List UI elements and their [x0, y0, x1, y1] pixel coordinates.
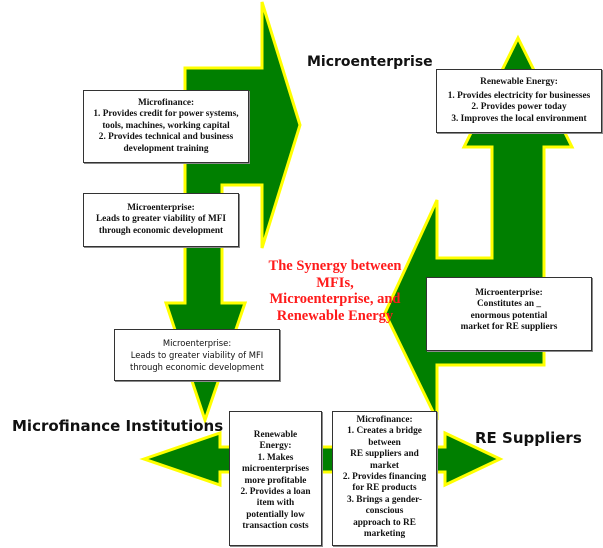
node-label-re-suppliers: RE Suppliers	[475, 429, 582, 447]
title-line: Microenterprise, and	[269, 291, 401, 307]
box-line: 2. Provides financing	[342, 472, 427, 483]
box-line: 3. Brings a gender-	[346, 494, 423, 505]
diagram-title: The Synergy between MFIs, Microenterpris…	[250, 258, 420, 324]
box-line: 2. Provides power today	[471, 102, 567, 113]
box-line: through economic development	[130, 362, 264, 373]
box-heading: Microenterprise:	[162, 338, 232, 348]
box-line: 1. Creates a bridge	[347, 426, 422, 437]
box-heading: Microenterprise:	[127, 203, 195, 213]
box-line: conscious	[365, 506, 404, 517]
box-line: through economic development	[98, 225, 224, 236]
box-line: for RE products	[352, 483, 417, 494]
box-line: 1. Provides electricity for businesses	[447, 90, 591, 101]
box-line: item with	[256, 498, 295, 509]
box-line: Leads to greater viability of MFI	[95, 214, 227, 225]
box-line: microenterprises	[242, 464, 309, 475]
box-line: potentially low	[246, 509, 305, 520]
box-line: transaction costs	[242, 521, 309, 532]
box-line: RE suppliers and	[350, 449, 419, 460]
box-heading: Microfinance:	[356, 415, 413, 425]
box-microenterprise-market: Microenterprise: Constitutes an _ enormo…	[426, 277, 592, 351]
box-line: market	[370, 460, 399, 471]
box-line: Leads to greater viability of MFI	[130, 350, 264, 361]
box-line: 2. Provides technical and business	[98, 132, 234, 143]
box-line: 3. Improves the local environment	[451, 113, 587, 124]
box-renewable-energy-benefits: Renewable Energy: 1. Provides electricit…	[436, 69, 602, 133]
box-line: 2. Provides a loan	[240, 487, 311, 498]
box-line: Constitutes an _	[476, 299, 542, 310]
node-label-microenterprise: Microenterprise	[307, 54, 433, 70]
title-line: MFIs,	[316, 274, 354, 291]
arrow-to-mfi	[139, 430, 234, 488]
box-microenterprise-viability-2: Microenterprise: Leads to greater viabil…	[114, 329, 280, 381]
box-line: approach to RE	[353, 517, 416, 528]
box-line: 1. Provides credit for power systems,	[93, 109, 239, 120]
box-heading: Renewable	[253, 430, 298, 440]
box-line: between	[368, 437, 401, 448]
box-heading: Microenterprise:	[475, 288, 543, 298]
box-heading: Renewable Energy:	[480, 77, 558, 87]
box-line: Energy:	[259, 441, 292, 452]
box-line: development training	[123, 143, 209, 154]
box-renewable-energy-to-mfi: Renewable Energy: 1. Makes microenterpri…	[229, 411, 322, 546]
node-label-microfinance-institutions: Microfinance Institutions	[12, 417, 224, 435]
box-line: market for RE suppliers	[460, 322, 558, 333]
title-line: Renewable Energy	[276, 307, 394, 324]
box-line: more profitable	[244, 475, 307, 486]
box-line: marketing	[363, 529, 406, 540]
box-line: enormous potential	[470, 310, 548, 321]
box-line: 1. Makes	[257, 452, 294, 463]
box-heading: Microfinance:	[137, 98, 195, 108]
box-microfinance-to-re-suppliers: Microfinance: 1. Creates a bridge betwee…	[332, 411, 437, 546]
title-line: The Synergy between	[268, 258, 402, 274]
box-microenterprise-viability-1: Microenterprise: Leads to greater viabil…	[83, 193, 239, 247]
box-line: tools, machines, working capital	[102, 120, 230, 131]
box-microfinance-benefits: Microfinance: 1. Provides credit for pow…	[83, 90, 249, 163]
